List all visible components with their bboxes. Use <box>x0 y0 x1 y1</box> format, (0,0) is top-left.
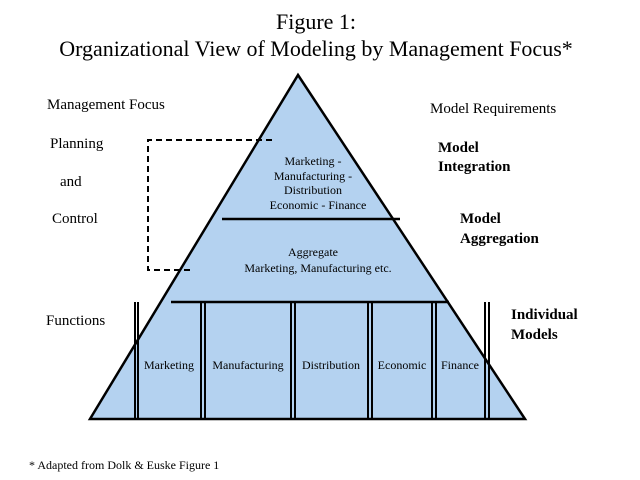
function-label-finance: Finance <box>441 358 479 372</box>
and-label: and <box>60 174 82 190</box>
function-label-marketing: Marketing <box>144 358 194 372</box>
figure-title-line1: Figure 1: <box>276 9 356 34</box>
functions-label: Functions <box>46 313 105 329</box>
function-label-distribution: Distribution <box>302 358 360 372</box>
function-label-economic: Economic <box>378 358 427 372</box>
figure-title-line2: Organizational View of Modeling by Manag… <box>59 36 573 61</box>
control-label: Control <box>52 211 98 227</box>
individual-models-line2: Models <box>511 327 558 343</box>
function-label-manufacturing: Manufacturing <box>212 358 283 372</box>
model-aggregation-line2: Aggregation <box>460 231 540 247</box>
model-requirements-heading: Model Requirements <box>430 101 556 117</box>
top-tier-line2: Manufacturing - <box>274 169 352 183</box>
planning-control-bracket <box>147 139 272 271</box>
middle-tier-line1: Aggregate <box>288 245 338 259</box>
management-focus-heading: Management Focus <box>47 97 165 113</box>
top-tier-line1: Marketing - <box>285 154 342 168</box>
model-integration-line2: Integration <box>438 159 511 175</box>
individual-models-line1: Individual <box>511 307 578 323</box>
pyramid <box>87 72 528 421</box>
middle-tier-line2: Marketing, Manufacturing etc. <box>244 261 391 275</box>
footnote: * Adapted from Dolk & Euske Figure 1 <box>29 458 219 472</box>
top-tier-line4: Economic - Finance <box>270 198 367 212</box>
model-aggregation-line1: Model <box>460 211 501 227</box>
top-tier-line3: Distribution <box>284 183 342 197</box>
function-column-dividers <box>134 302 490 419</box>
model-integration-line1: Model <box>438 140 479 156</box>
planning-label: Planning <box>50 136 104 152</box>
